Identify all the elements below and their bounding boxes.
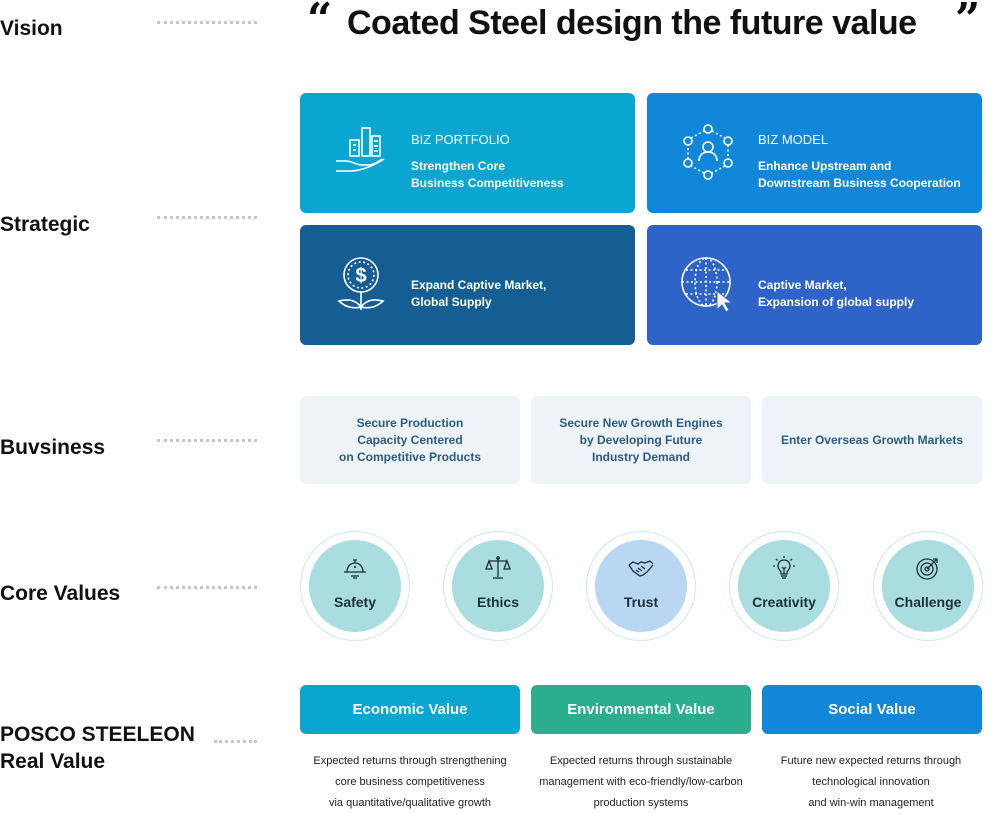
business-line: Secure New Growth Engines <box>559 415 723 430</box>
row-label-core-values: Core Values <box>0 582 121 605</box>
core-value-ethics: Ethics <box>443 531 553 641</box>
dotted-leader <box>157 21 257 24</box>
strategic-tag: BIZ PORTFOLIO <box>411 132 510 147</box>
lightbulb-icon <box>773 556 795 579</box>
row-label-vision: Vision <box>0 17 63 40</box>
business-line: Industry Demand <box>591 449 690 464</box>
core-value-safety: Safety <box>300 531 410 641</box>
business-card-production: Secure Production Capacity Centered on C… <box>300 396 520 484</box>
strategic-line2: Expansion of global supply <box>758 295 915 309</box>
core-value-challenge: Challenge <box>873 531 983 641</box>
row-label-business: Buvsiness <box>0 436 106 459</box>
strategic-line2: Global Supply <box>411 295 492 309</box>
description-line: Future new expected returns through <box>780 755 962 767</box>
description-line: Expected returns through sustainable <box>549 755 733 767</box>
dotted-leader <box>214 740 257 743</box>
strategic-card-global-supply: Captive Market, Expansion of global supp… <box>647 225 982 345</box>
description-line: management with eco-friendly/low-carbon <box>539 776 743 788</box>
svg-text:$: $ <box>355 265 366 287</box>
business-card-overseas: Enter Overseas Growth Markets <box>762 396 982 484</box>
description-line: production systems <box>593 797 689 809</box>
business-line: Secure Production <box>356 415 464 430</box>
description-line: core business competitiveness <box>335 776 485 788</box>
scales-icon <box>485 556 511 579</box>
strategic-line1: Enhance Upstream and <box>758 159 892 173</box>
social-value-button: Social Value <box>762 685 982 734</box>
strategic-line1: Captive Market, <box>758 278 847 292</box>
description-line: and win-win management <box>808 797 934 809</box>
core-value-label: Challenge <box>894 594 962 610</box>
open-quote: “ <box>307 0 333 45</box>
core-value-label: Safety <box>333 594 377 610</box>
strategic-line2: Business Competitiveness <box>411 176 564 190</box>
dotted-leader <box>157 216 257 219</box>
handshake-icon <box>628 560 654 577</box>
strategic-card-biz-portfolio: BIZ PORTFOLIO Strengthen Core Business C… <box>300 93 635 213</box>
close-quote: ” <box>955 0 981 45</box>
dotted-leader <box>157 586 257 589</box>
dotted-leader <box>157 439 257 442</box>
economic-value-description: Expected returns through strengthening c… <box>294 751 526 814</box>
core-value-trust: Trust <box>586 531 696 641</box>
business-line: Enter Overseas Growth Markets <box>780 432 964 447</box>
money-plant-icon: $ <box>337 257 385 310</box>
strategic-line2: Downstream Business Cooperation <box>758 176 961 190</box>
description-line: technological innovation <box>812 776 930 788</box>
description-line: via quantitative/qualitative growth <box>328 797 492 809</box>
core-value-creativity: Creativity <box>729 531 839 641</box>
description-line: Expected returns through strengthening <box>313 755 507 767</box>
environmental-value-button: Environmental Value <box>531 685 751 734</box>
row-label-real-value-line2: Real Value <box>0 750 106 773</box>
social-value-description: Future new expected returns through tech… <box>755 751 987 814</box>
core-value-label: Creativity <box>752 594 816 610</box>
environmental-value-description: Expected returns through sustainable man… <box>525 751 757 814</box>
business-line: on Competitive Products <box>338 449 481 464</box>
row-label-real-value-line1: POSCO STEELEON <box>0 723 195 746</box>
core-value-label: Trust <box>623 594 659 610</box>
strategic-tag: BIZ MODEL <box>758 132 829 147</box>
business-card-growth-engines: Secure New Growth Engines by Developing … <box>531 396 751 484</box>
row-label-strategic: Strategic <box>0 213 90 236</box>
vision-statement: “ Coated Steel design the future value ” <box>305 0 985 50</box>
strategic-line1: Strengthen Core <box>411 159 506 173</box>
safety-helmet-icon <box>344 559 366 579</box>
vision-text: Coated Steel design the future value <box>347 4 917 42</box>
globe-cursor-icon <box>681 257 734 313</box>
strategic-card-captive-market: $ Expand Captive Market, Global Supply <box>300 225 635 345</box>
strategic-line1: Expand Captive Market, <box>411 278 547 292</box>
target-icon <box>916 558 938 580</box>
network-people-icon <box>683 124 733 180</box>
strategic-card-biz-model: BIZ MODEL Enhance Upstream and Downstrea… <box>647 93 982 213</box>
core-value-label: Ethics <box>476 594 519 610</box>
economic-value-button: Economic Value <box>300 685 520 734</box>
business-line: Capacity Centered <box>357 432 463 447</box>
business-line: by Developing Future <box>579 432 703 447</box>
building-hand-icon <box>336 127 385 172</box>
